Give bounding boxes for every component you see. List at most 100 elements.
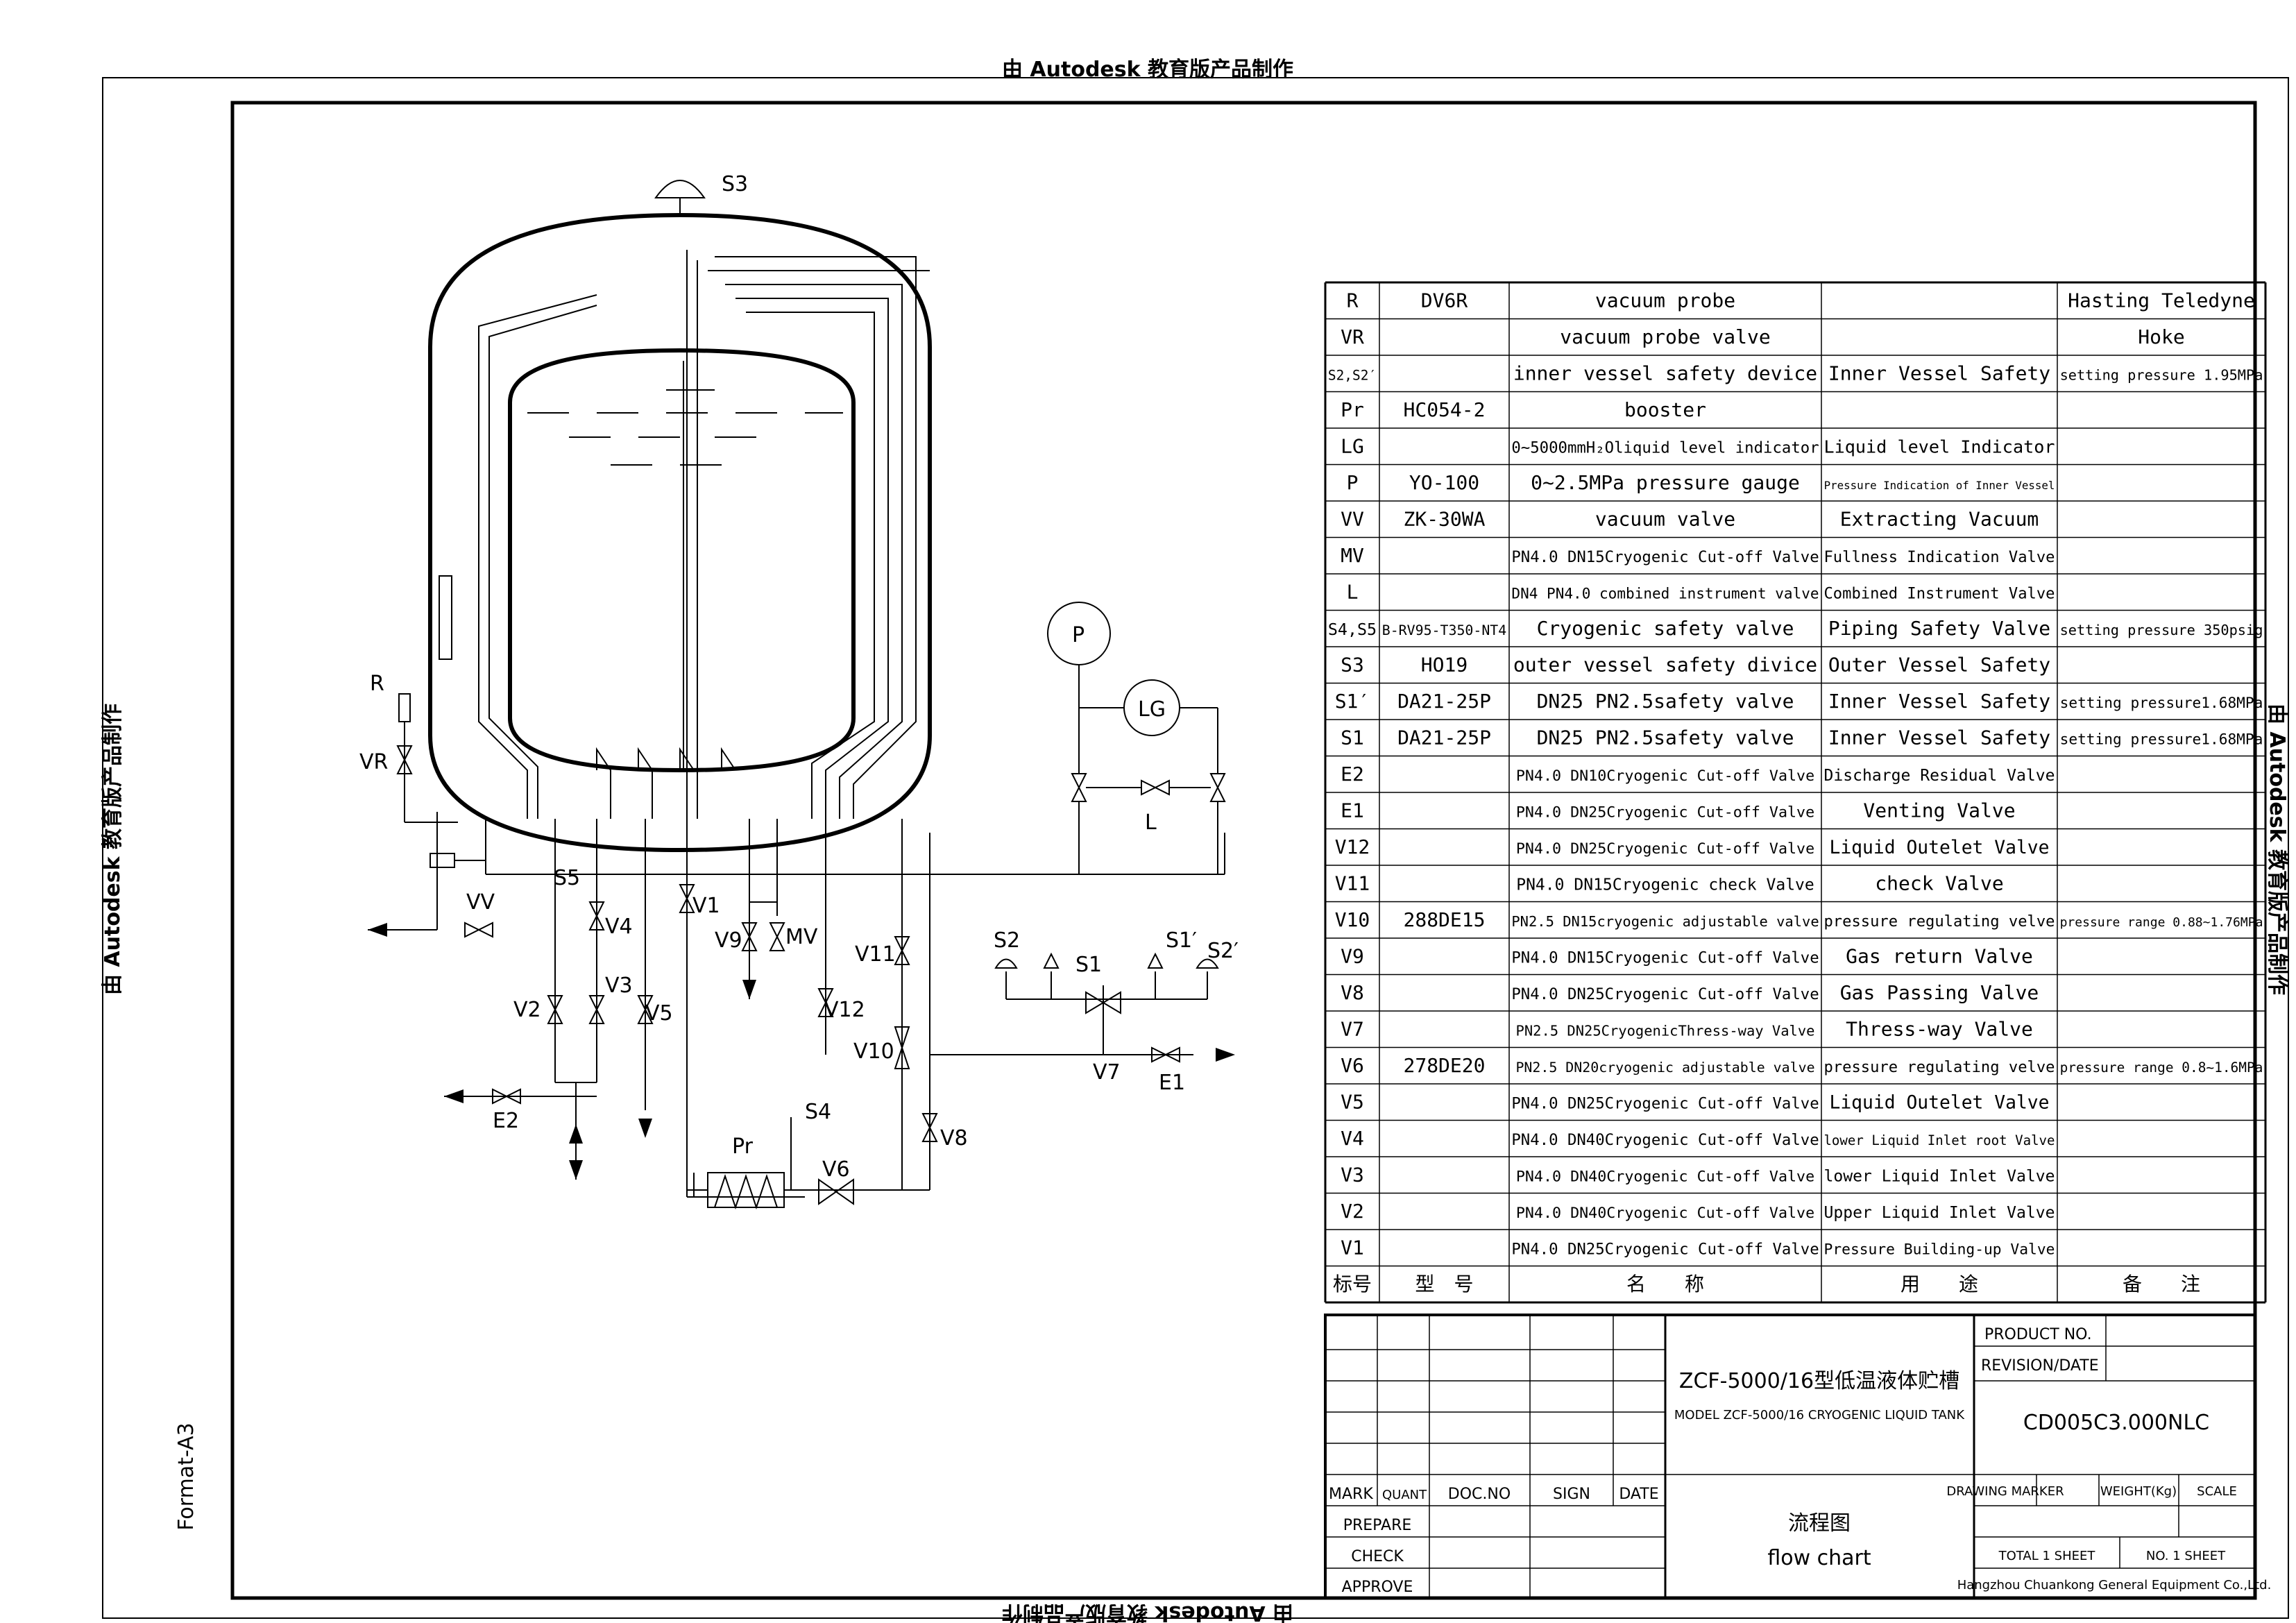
inner-frame xyxy=(230,101,2257,1600)
label-s2-prime: S2′ xyxy=(1207,939,1239,963)
total-sheet: TOTAL 1 SHEET xyxy=(1998,1549,2096,1563)
label-p: P xyxy=(1072,623,1085,647)
parts-cell: Thress-way Valve xyxy=(1846,1018,2033,1041)
parts-cell: Inner Vessel Safety xyxy=(1828,726,2050,749)
safety-valve-manifold xyxy=(994,952,1219,1055)
parts-cell: Fullness Indication Valve xyxy=(1823,548,2055,566)
watermark-bottom: 由 Autodesk 教育版产品制作 xyxy=(1002,1601,1293,1623)
label-s5: S5 xyxy=(554,866,580,890)
parts-cell: PN4.0 DN25Cryogenic Cut-off Valve xyxy=(1511,1095,1819,1113)
parts-cell: S1′ xyxy=(1335,690,1370,713)
parts-cell: PN2.5 DN15cryogenic adjustable valve xyxy=(1511,913,1819,930)
parts-cell: Liquid Outelet Valve xyxy=(1829,838,2049,858)
label-v10: V10 xyxy=(853,1039,894,1064)
parts-cell: V2 xyxy=(1341,1200,1364,1223)
parts-cell: outer vessel safety divice xyxy=(1513,654,1817,677)
parts-cell: R xyxy=(1347,289,1359,312)
parts-cell: S1 xyxy=(1341,726,1364,749)
parts-cell: V1 xyxy=(1341,1237,1364,1259)
watermark-right: 由 Autodesk 教育版产品制作 xyxy=(2265,704,2289,995)
col-date: DATE xyxy=(1619,1486,1658,1503)
parts-cell: Pressure Indication of Inner Vessel xyxy=(1824,479,2055,492)
parts-cell: PN4.0 DN40Cryogenic Cut-off Valve xyxy=(1511,1131,1819,1149)
label-v1: V1 xyxy=(692,894,720,918)
parts-cell: P xyxy=(1347,471,1359,494)
label-mv: MV xyxy=(785,925,818,949)
col-mark: MARK xyxy=(1329,1486,1373,1503)
cryogenic-tank xyxy=(428,212,932,853)
parts-cell: V4 xyxy=(1341,1127,1364,1150)
parts-cell: V6 xyxy=(1341,1054,1364,1077)
parts-cell: V10 xyxy=(1335,908,1370,931)
label-r: R xyxy=(370,672,384,696)
valve-v12 xyxy=(817,988,834,1017)
parts-cell: Liquid level Indicator xyxy=(1824,437,2055,457)
parts-cell: PN4.0 DN15Cryogenic check Valve xyxy=(1516,876,1814,894)
parts-cell: VV xyxy=(1341,508,1364,531)
vacuum-probe-r xyxy=(398,693,411,722)
weight-label: WEIGHT(Kg) xyxy=(2100,1484,2177,1499)
inner-vessel xyxy=(508,348,856,773)
label-v4: V4 xyxy=(605,915,633,939)
valve-v9 xyxy=(741,922,758,951)
label-s3: S3 xyxy=(722,172,748,196)
drawing-marker-label: DRAWING MARKER xyxy=(1946,1484,2064,1499)
col-docno: DOC.NO xyxy=(1448,1486,1511,1503)
outer-frame xyxy=(102,77,2289,1619)
parts-cell: MV xyxy=(1341,544,1364,567)
parts-cell: vacuum valve xyxy=(1595,508,1735,531)
parts-cell: check Valve xyxy=(1875,872,2003,895)
label-v8: V8 xyxy=(940,1126,968,1150)
parts-cell: Discharge Residual Valve xyxy=(1823,767,2055,785)
parts-cell: HO19 xyxy=(1421,654,1468,677)
label-pr: Pr xyxy=(732,1135,754,1159)
label-l: L xyxy=(1145,810,1157,835)
parts-cell: B-RV95-T350-NT4 xyxy=(1382,622,1507,638)
valve-e1 xyxy=(1151,1046,1180,1063)
parts-cell: booster xyxy=(1624,398,1706,421)
instruments xyxy=(1047,602,1218,874)
parts-cell: LG xyxy=(1341,435,1364,458)
revision-label: REVISION/DATE xyxy=(1981,1357,2099,1375)
parts-cell: V7 xyxy=(1341,1018,1364,1041)
outer-vessel xyxy=(428,212,932,853)
parts-cell: lower Liquid Inlet Valve xyxy=(1823,1168,2055,1186)
valve-v6 xyxy=(818,1178,854,1205)
label-s4: S4 xyxy=(805,1100,831,1124)
parts-cell: PN4.0 DN40Cryogenic Cut-off Valve xyxy=(1516,1169,1814,1186)
label-vv: VV xyxy=(466,890,495,915)
parts-cell: PN4.0 DN25Cryogenic Cut-off Valve xyxy=(1516,804,1814,822)
valve-v2 xyxy=(547,995,563,1024)
parts-cell: V8 xyxy=(1341,981,1364,1004)
parts-cell: Extracting Vacuum xyxy=(1840,508,2039,531)
valve-vv xyxy=(464,921,493,938)
parts-cell: setting pressure1.68MPa xyxy=(2060,731,2263,748)
parts-cell: V5 xyxy=(1341,1091,1364,1114)
valve-v4 xyxy=(588,901,605,931)
parts-cell: setting pressure 1.95MPa xyxy=(2060,367,2263,384)
chart-en: flow chart xyxy=(1767,1546,1871,1570)
parts-cell: PN4.0 DN25Cryogenic Cut-off Valve xyxy=(1516,840,1814,858)
liquid-level-marks xyxy=(527,389,843,466)
parts-cell: DN25 PN2.5safety valve xyxy=(1537,726,1794,749)
parts-cell: Inner Vessel Safety xyxy=(1828,690,2050,713)
watermark-top: 由 Autodesk 教育版产品制作 xyxy=(1002,58,1293,82)
parts-cell: DV6R xyxy=(1421,289,1468,312)
label-v12: V12 xyxy=(824,998,865,1022)
level-sensor xyxy=(439,575,452,660)
col-quant: QUANT xyxy=(1382,1488,1427,1502)
parts-cell: Pressure Building-up Valve xyxy=(1824,1241,2055,1259)
label-s2: S2 xyxy=(994,928,1020,953)
parts-cell: L xyxy=(1347,581,1359,604)
title-block xyxy=(1324,1314,2256,1599)
parts-cell: DN25 PN2.5safety valve xyxy=(1537,690,1794,713)
parts-cell: Cryogenic safety valve xyxy=(1537,617,1794,640)
label-e1: E1 xyxy=(1159,1071,1185,1095)
parts-cell: 0~5000mmH₂Oliquid level indicator xyxy=(1511,439,1819,457)
parts-cell: PN2.5 DN20cryogenic adjustable valve xyxy=(1515,1060,1814,1076)
parts-cell: Gas Passing Valve xyxy=(1840,981,2039,1004)
parts-cell: PN4.0 DN25Cryogenic Cut-off Valve xyxy=(1511,985,1819,1003)
parts-cell: S4,S5 xyxy=(1328,620,1377,639)
piping xyxy=(368,693,1225,1210)
